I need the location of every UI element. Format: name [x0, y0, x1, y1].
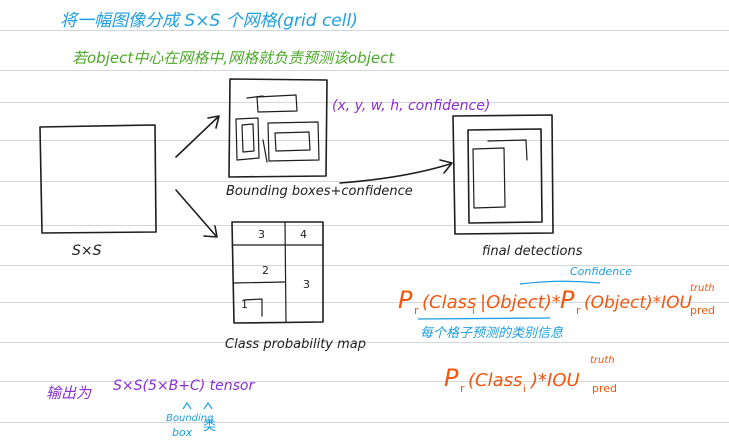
class-cell-value: 4 [300, 228, 307, 241]
formula-f1-pr2: P [560, 286, 575, 314]
formula-f2-pr-sub: r [460, 382, 465, 395]
formula-f2-pr: P [444, 364, 459, 392]
class-cell-value: 3 [258, 228, 265, 241]
note-line-2: 若object中心在网格中,网格就负责预测该object [72, 49, 395, 67]
ruled-line [0, 70, 729, 71]
formula-f1-object: (Object)*IOU [584, 293, 693, 313]
formula-f2-rest: )*IOU [529, 370, 580, 391]
arrow-to-class-map [175, 189, 218, 238]
formula-class-confidence: P r (Class i |Object)* P r (Object)*IOU … [398, 283, 715, 317]
box-note: box [172, 426, 193, 439]
note-line-1: 将一幅图像分成 S×S 个网格(grid cell) [60, 11, 358, 31]
formula-f1-pr1: P [398, 286, 413, 314]
ruled-line [0, 265, 729, 266]
ruled-line [0, 102, 729, 103]
class-map-caption: Class probability map [225, 337, 366, 352]
formula-f2-iou-sub: pred [592, 382, 617, 395]
output-prefix: 输出为 [46, 384, 92, 402]
formula-f2-class-sub: i [523, 384, 526, 395]
ruled-line [0, 140, 729, 141]
arrow-to-bboxes [175, 115, 220, 158]
output-tensor: S×S(5×B+C) tensor [113, 378, 255, 394]
formula-f2-class: (Class [468, 370, 522, 391]
formula-f1-condition: |Object)* [480, 292, 561, 313]
ruled-line [0, 225, 729, 226]
ruled-line [0, 422, 729, 423]
formula-f1-class: (Class [422, 292, 476, 313]
arrow-to-final [339, 159, 453, 184]
formula-f1-iou-sup: truth [690, 283, 715, 294]
confidence-brace [519, 280, 601, 285]
class-cell-value: 1 [241, 298, 248, 311]
final-caption: final detections [482, 244, 583, 259]
bbox-params-label: (x, y, w, h, confidence) [332, 98, 490, 114]
formula-f1-class-sub: i [472, 306, 475, 317]
class-cell-value: 2 [262, 264, 269, 277]
class-info-underline [417, 317, 551, 320]
formula-f1-iou-sub: pred [690, 304, 715, 317]
confidence-note: Confidence [570, 265, 632, 278]
bounding-boxes-panel [228, 78, 328, 178]
ruled-line [0, 342, 729, 343]
formula-f1-pr1-sub: r [414, 304, 419, 317]
ruled-line [0, 381, 729, 382]
bounding-note: Bounding [166, 413, 213, 424]
final-detections-panel [452, 114, 554, 235]
class-probability-grid [231, 221, 324, 324]
class-info-note: 每个格子预测的类别信息 [420, 325, 563, 341]
ruled-line [0, 30, 729, 31]
input-image-box [39, 124, 157, 234]
formula-f2-iou-sup: truth [590, 355, 615, 366]
input-size-label: S×S [72, 243, 102, 259]
bbox-caption: Bounding boxes+confidence [226, 184, 413, 199]
class-note: 类 [203, 419, 216, 434]
formula-class-specific: P r (Class i )*IOU pred truth [444, 355, 617, 395]
formula-f1-pr2-sub: r [576, 304, 581, 317]
class-cell-value: 3 [303, 278, 310, 291]
ruled-line [0, 302, 729, 303]
output-annotation-arrows [182, 401, 213, 410]
